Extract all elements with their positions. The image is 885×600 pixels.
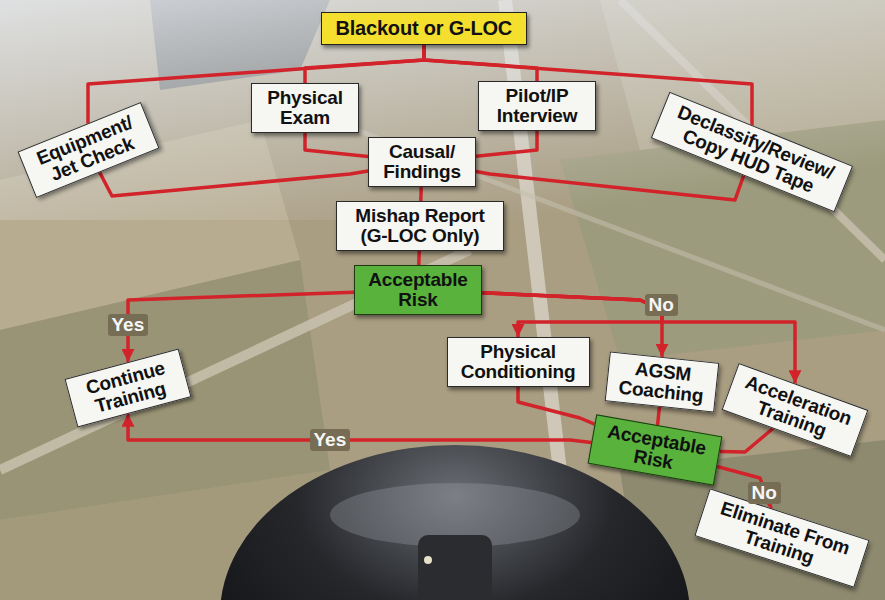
process-box: Acceleration Training <box>722 363 869 457</box>
flow-connector <box>518 387 595 424</box>
box-text: Continue Training <box>75 356 182 420</box>
flow-connector <box>305 133 368 156</box>
flow-connector <box>419 187 423 201</box>
box-text: Physical Conditioning <box>456 342 581 382</box>
flow-connector <box>100 171 368 196</box>
flow-label: No <box>645 294 678 316</box>
process-box: Mishap Report (G-LOC Only) <box>336 201 504 251</box>
box-text: Blackout or G-LOC <box>336 18 513 39</box>
flow-connector <box>305 45 424 83</box>
box-text: AGSM Coaching <box>614 357 710 406</box>
flow-connector <box>476 131 537 156</box>
flow-connector <box>128 414 591 443</box>
process-box: Causal/ Findings <box>368 137 476 187</box>
decision-box: Acceptable Risk <box>588 414 723 485</box>
box-text: Equipment/ Jet Check <box>27 110 149 190</box>
box-text: Causal/ Findings <box>377 142 467 182</box>
flow-connector <box>658 407 660 425</box>
box-text: Mishap Report (G-LOC Only) <box>345 206 495 246</box>
flow-connector <box>128 292 354 362</box>
sky-haze <box>0 0 885 220</box>
process-box: Physical Exam <box>251 83 359 133</box>
flow-connector <box>476 172 744 200</box>
flow-label: Yes <box>310 429 351 451</box>
flow-label: No <box>748 482 781 504</box>
box-text: Acceleration Training <box>732 371 858 450</box>
process-box: Eliminate From Training <box>694 488 869 587</box>
process-box: Equipment/ Jet Check <box>17 102 159 198</box>
process-box: Physical Conditioning <box>447 337 590 387</box>
helmet-mount <box>418 535 492 600</box>
box-text: Acceptable Risk <box>363 270 473 310</box>
process-box: Continue Training <box>65 349 192 428</box>
process-box: Declassify/Review/ Copy HUD Tape <box>651 92 853 212</box>
process-box: Pilot/IP Interview <box>478 81 596 131</box>
box-text: Physical Exam <box>260 88 350 128</box>
box-text: Pilot/IP Interview <box>487 86 587 126</box>
flow-label: Yes <box>108 314 149 336</box>
box-text: Eliminate From Training <box>705 496 860 580</box>
box-text: Acceptable Risk <box>597 421 712 479</box>
flow-connector <box>417 251 421 265</box>
process-box: AGSM Coaching <box>605 351 720 412</box>
box-text: Declassify/Review/ Copy HUD Tape <box>661 100 843 204</box>
decision-box: Acceptable Risk <box>354 265 482 315</box>
flow-connector <box>720 429 773 452</box>
start-box: Blackout or G-LOC <box>321 12 528 45</box>
helmet-glint <box>424 556 432 564</box>
